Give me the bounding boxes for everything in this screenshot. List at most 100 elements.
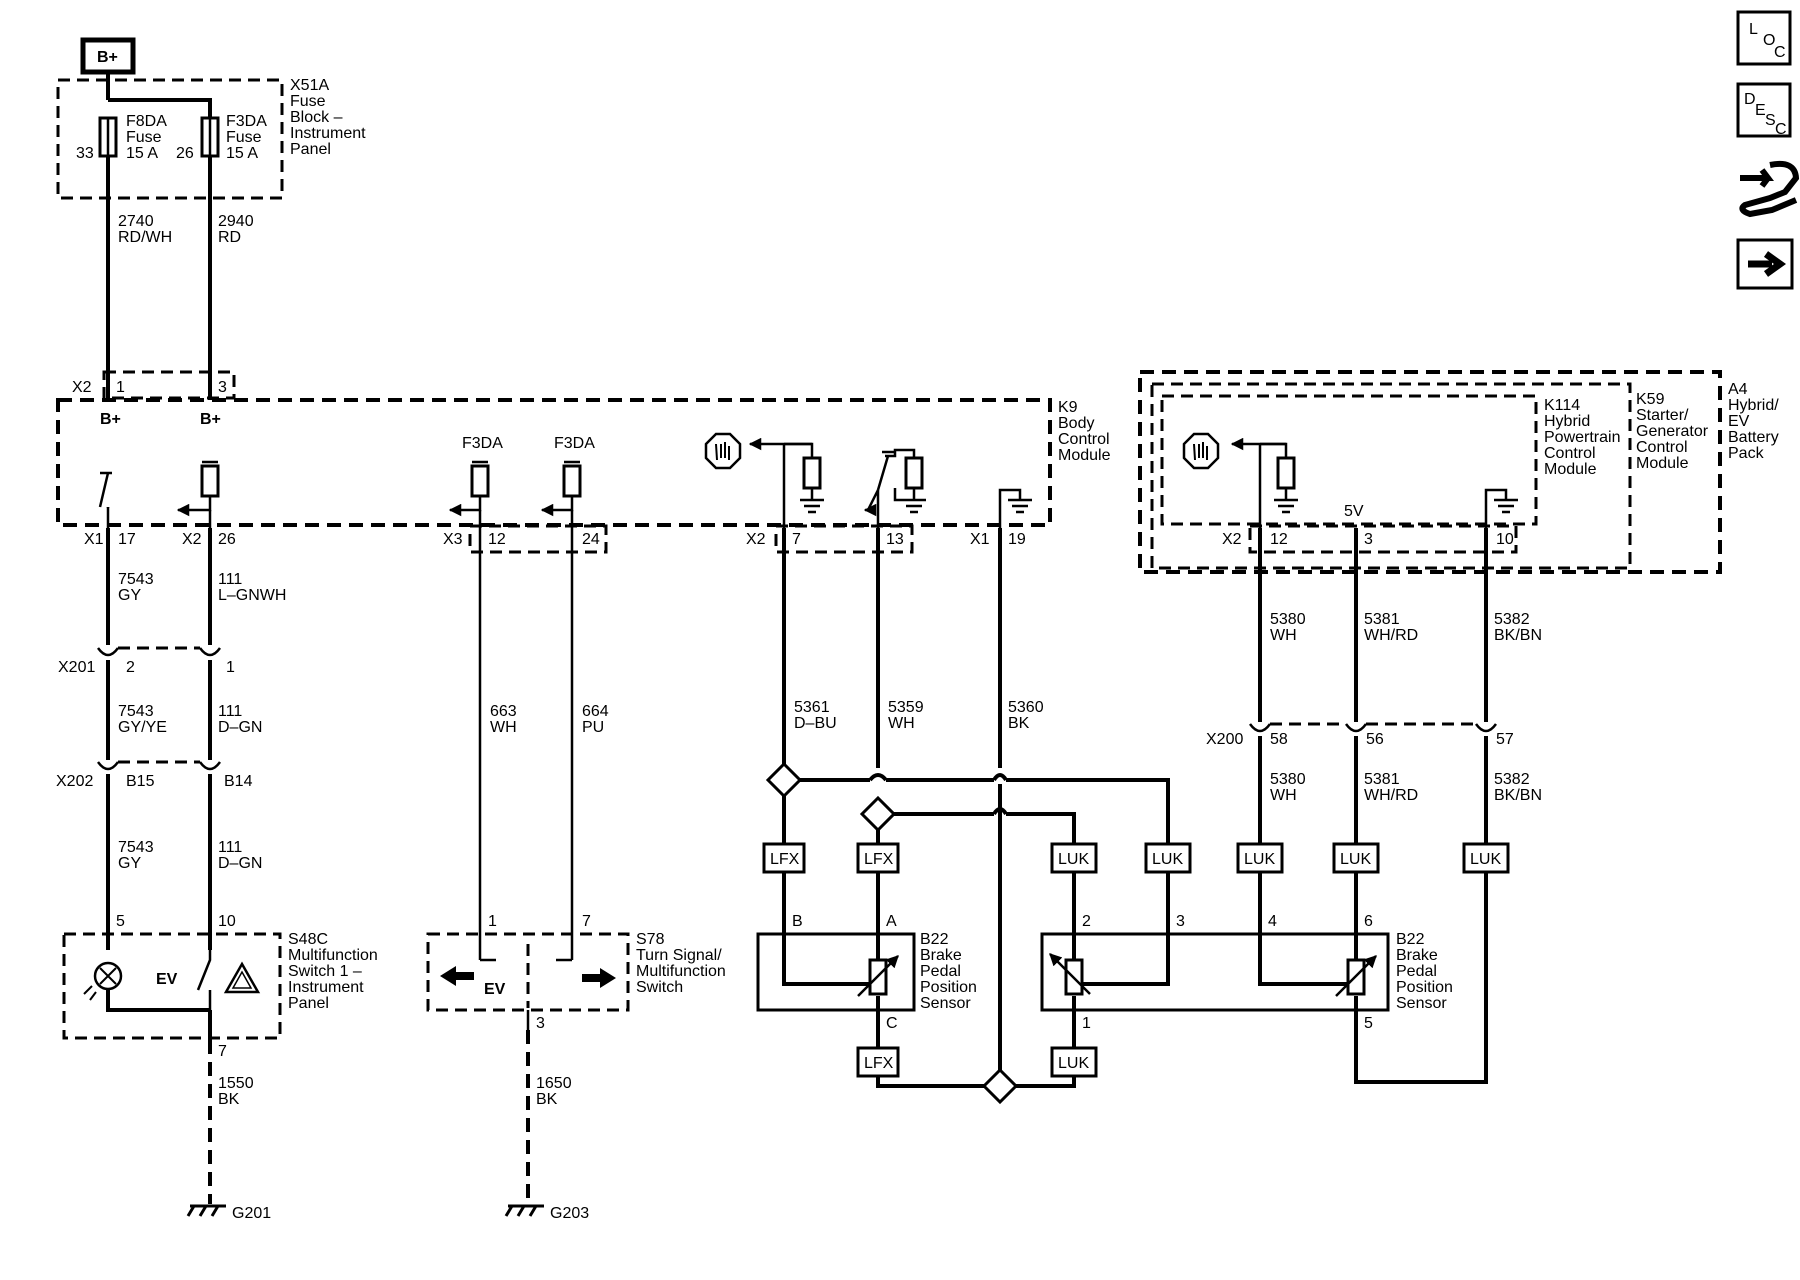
svg-text:X2: X2 xyxy=(72,379,92,396)
svg-text:Module: Module xyxy=(1636,455,1689,472)
svg-text:17: 17 xyxy=(118,531,136,548)
svg-text:LUK: LUK xyxy=(1340,851,1371,868)
svg-text:L–GNWH: L–GNWH xyxy=(218,587,286,604)
svg-text:5360: 5360 xyxy=(1008,699,1044,716)
repair-icon[interactable] xyxy=(1739,160,1800,218)
svg-text:Position: Position xyxy=(1396,979,1453,996)
svg-text:Hybrid: Hybrid xyxy=(1544,413,1590,430)
svg-text:1: 1 xyxy=(488,913,497,930)
svg-text:B: B xyxy=(792,913,803,930)
svg-text:111: 111 xyxy=(218,839,242,856)
lfx-tag: LFX xyxy=(856,842,900,874)
svg-text:LUK: LUK xyxy=(1470,851,1501,868)
svg-text:LUK: LUK xyxy=(1244,851,1275,868)
svg-text:Pedal: Pedal xyxy=(920,963,961,980)
svg-text:4: 4 xyxy=(1268,913,1277,930)
svg-text:663: 663 xyxy=(490,703,517,720)
svg-text:Multifunction: Multifunction xyxy=(288,947,378,964)
svg-text:26: 26 xyxy=(218,531,236,548)
splice xyxy=(765,761,803,799)
svg-text:D: D xyxy=(1744,91,1756,108)
svg-text:Fuse: Fuse xyxy=(290,93,326,110)
svg-text:BK/BN: BK/BN xyxy=(1494,627,1542,644)
svg-text:5380: 5380 xyxy=(1270,611,1306,628)
svg-text:Hybrid/: Hybrid/ xyxy=(1728,397,1779,414)
sensor2-outline xyxy=(1040,932,1390,1012)
svg-text:LFX: LFX xyxy=(770,851,800,868)
svg-text:5380: 5380 xyxy=(1270,771,1306,788)
svg-text:5382: 5382 xyxy=(1494,611,1530,628)
loc-icon[interactable]: L O C xyxy=(1736,10,1792,66)
hazard-icon xyxy=(223,961,261,994)
svg-text:GY: GY xyxy=(118,587,141,604)
svg-text:O: O xyxy=(1763,32,1775,49)
svg-text:F3DA: F3DA xyxy=(554,435,595,452)
svg-text:2940: 2940 xyxy=(218,213,254,230)
svg-text:EV: EV xyxy=(156,971,178,988)
svg-text:X201: X201 xyxy=(58,659,95,676)
hand-stop-icon xyxy=(704,432,742,470)
svg-text:D–BU: D–BU xyxy=(794,715,837,732)
desc-icon[interactable]: D E S C xyxy=(1736,82,1792,138)
svg-text:X3: X3 xyxy=(443,531,463,548)
svg-text:24: 24 xyxy=(582,531,600,548)
bcm-label: K9 Body Control Module xyxy=(1058,399,1111,464)
svg-text:1: 1 xyxy=(1082,1015,1091,1032)
svg-text:B14: B14 xyxy=(224,773,253,790)
svg-text:Module: Module xyxy=(1544,461,1597,478)
svg-text:5381: 5381 xyxy=(1364,771,1400,788)
svg-text:EV: EV xyxy=(484,981,506,998)
svg-text:2: 2 xyxy=(126,659,135,676)
svg-text:X202: X202 xyxy=(56,773,93,790)
svg-text:WH: WH xyxy=(888,715,915,732)
svg-text:5: 5 xyxy=(116,913,125,930)
svg-text:S48C: S48C xyxy=(288,931,328,948)
svg-text:3: 3 xyxy=(1364,531,1373,548)
svg-text:LUK: LUK xyxy=(1058,851,1089,868)
splice xyxy=(981,1067,1019,1105)
svg-text:Instrument: Instrument xyxy=(290,125,366,142)
svg-text:BK: BK xyxy=(1008,715,1030,732)
svg-text:G203: G203 xyxy=(550,1205,589,1222)
s78-outline xyxy=(426,932,630,1012)
svg-text:BK: BK xyxy=(218,1091,240,1108)
svg-text:Block –: Block – xyxy=(290,109,343,126)
svg-text:C: C xyxy=(886,1015,898,1032)
luk-tag: LUK xyxy=(1462,842,1510,874)
svg-text:X1: X1 xyxy=(84,531,104,548)
k114-outline xyxy=(1160,394,1538,526)
luk-tag: LUK xyxy=(1144,842,1192,874)
svg-text:Fuse: Fuse xyxy=(126,129,162,146)
svg-text:Pedal: Pedal xyxy=(1396,963,1437,980)
svg-text:Body: Body xyxy=(1058,415,1094,432)
svg-text:LUK: LUK xyxy=(1152,851,1183,868)
svg-text:BK/BN: BK/BN xyxy=(1494,787,1542,804)
svg-text:7: 7 xyxy=(582,913,591,930)
svg-text:K114: K114 xyxy=(1544,397,1580,414)
svg-text:Battery: Battery xyxy=(1728,429,1779,446)
svg-text:7543: 7543 xyxy=(118,571,154,588)
svg-text:Module: Module xyxy=(1058,447,1111,464)
svg-text:B22: B22 xyxy=(920,931,949,948)
svg-text:5361: 5361 xyxy=(794,699,830,716)
svg-text:7: 7 xyxy=(792,531,801,548)
svg-text:15 A: 15 A xyxy=(226,145,258,162)
svg-text:5381: 5381 xyxy=(1364,611,1400,628)
svg-text:X51A: X51A xyxy=(290,77,329,94)
svg-text:Sensor: Sensor xyxy=(920,995,971,1012)
svg-text:15 A: 15 A xyxy=(126,145,158,162)
next-arrow-icon[interactable] xyxy=(1736,238,1794,290)
svg-text:S78: S78 xyxy=(636,931,665,948)
lfx-tag: LFX xyxy=(762,842,806,874)
svg-text:K9: K9 xyxy=(1058,399,1078,416)
svg-text:E: E xyxy=(1755,102,1766,119)
svg-text:Brake: Brake xyxy=(1396,947,1438,964)
svg-text:Generator: Generator xyxy=(1636,423,1709,440)
